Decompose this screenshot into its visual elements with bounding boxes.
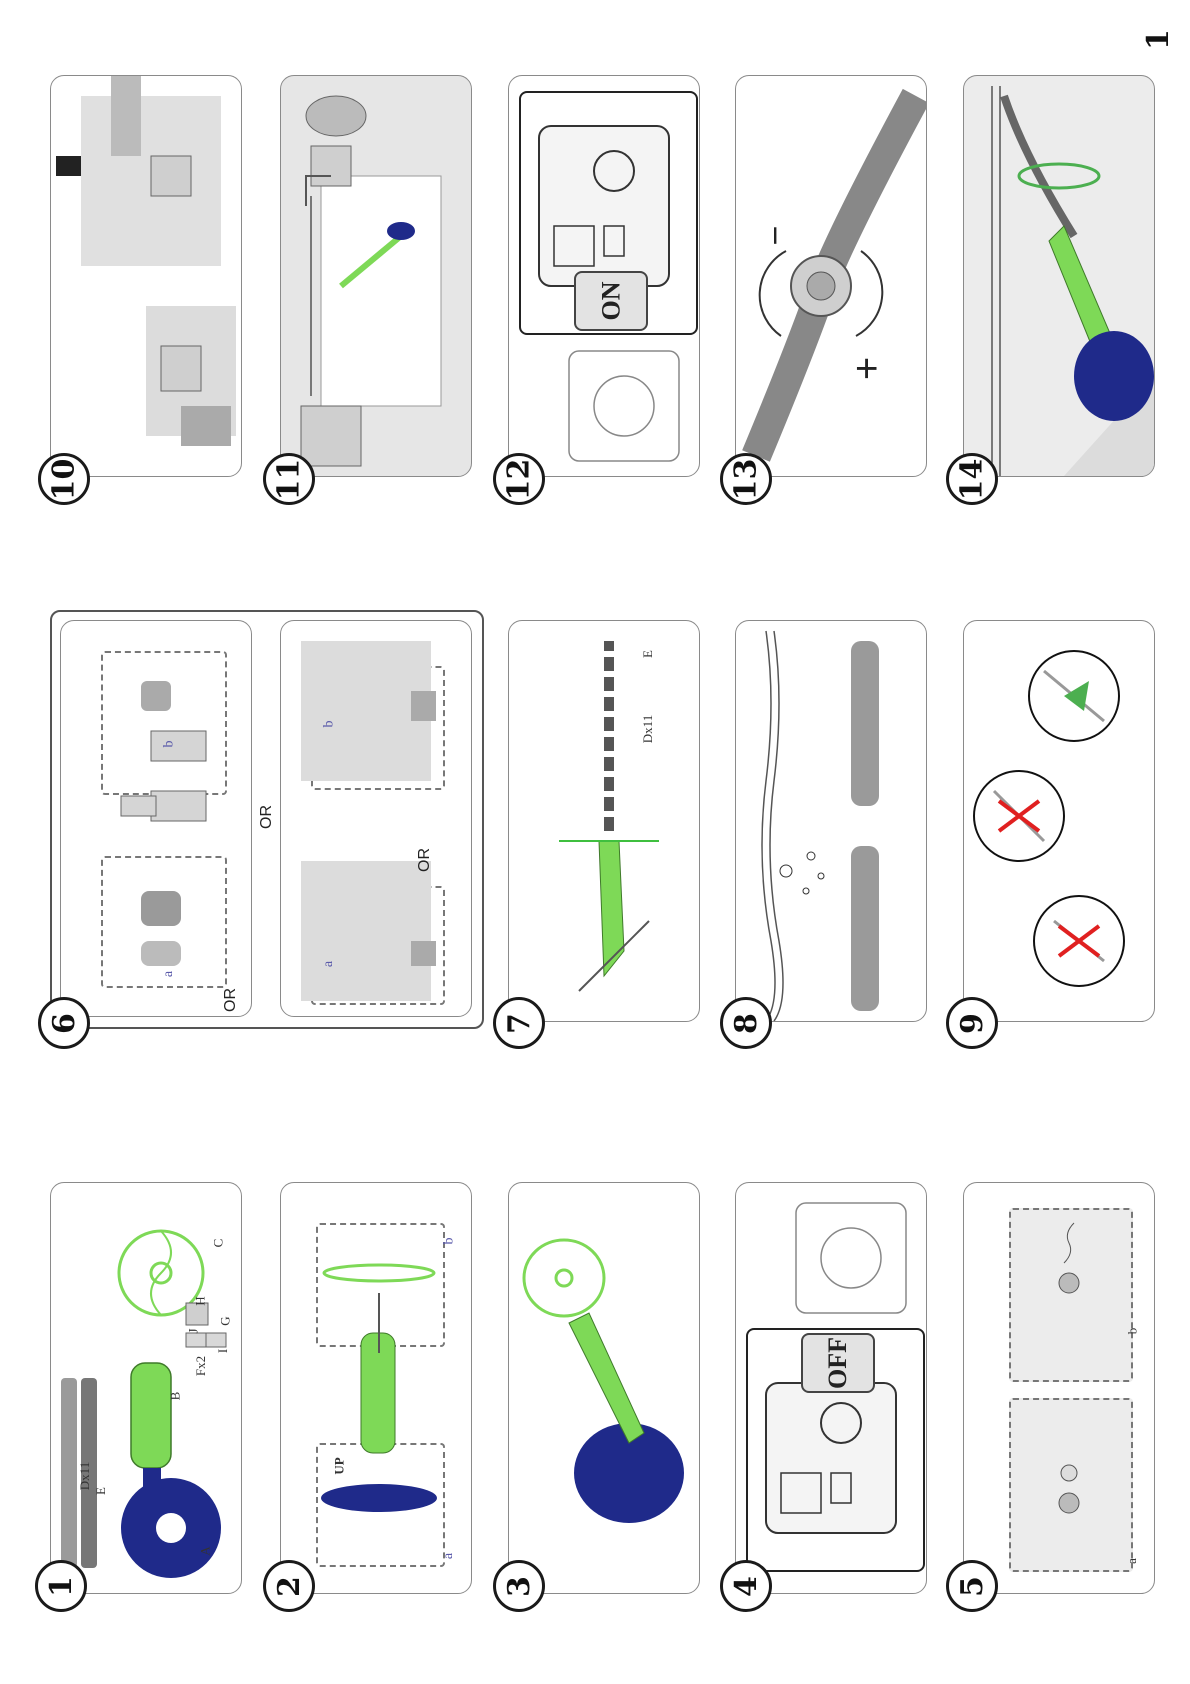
step-2-assembly-illustration xyxy=(281,1183,471,1593)
label-J: J xyxy=(191,1323,196,1339)
label-a: a xyxy=(1129,1553,1135,1569)
label-a: a xyxy=(166,966,172,982)
step-9-panel xyxy=(963,620,1155,1022)
label-up: UP xyxy=(331,1458,348,1474)
step-13-hose-adjust-illustration xyxy=(736,76,926,476)
label-b: b xyxy=(1129,1323,1136,1339)
step-7-badge: 7 xyxy=(493,997,545,1049)
label-E: E xyxy=(97,1483,105,1499)
step-14-cleaner-in-pool-illustration xyxy=(964,76,1154,476)
step-6-panel-top: a b OR xyxy=(60,620,252,1017)
switch-on-label: ON xyxy=(574,271,648,331)
label-D: Dx11 xyxy=(71,1468,99,1484)
step-9-badge: 9 xyxy=(946,997,998,1049)
step-14-badge: 14 xyxy=(946,453,998,505)
step-10-wall-tee-illustration xyxy=(51,76,241,476)
switch-off-label: OFF xyxy=(801,1333,875,1393)
step-13-badge: 13 xyxy=(720,453,772,505)
page-number: 1 xyxy=(1148,22,1169,57)
label-G: G xyxy=(221,1313,230,1329)
step-11-panel xyxy=(280,75,472,477)
step-14-panel xyxy=(963,75,1155,477)
label-a: a xyxy=(446,1548,452,1564)
step-8-panel xyxy=(735,620,927,1022)
step-6-panel-bottom: a b OR xyxy=(280,620,472,1017)
step-12-badge: 12 xyxy=(493,453,545,505)
step-1-panel: A B C Dx11 E Fx2 G H I J xyxy=(50,1182,242,1594)
step-10-badge: 10 xyxy=(38,453,90,505)
step-11-pool-system-illustration xyxy=(281,76,471,476)
step-3-cleaner-illustration xyxy=(509,1183,699,1593)
label-a-wall: a xyxy=(326,956,332,972)
or-label-bottom: OR xyxy=(413,851,437,869)
step-5-panel: a b xyxy=(963,1182,1155,1594)
step-2-panel: UP a b xyxy=(280,1182,472,1594)
step-3-badge: 3 xyxy=(493,1560,545,1612)
step-8-badge: 8 xyxy=(720,997,772,1049)
step-5-badge: 5 xyxy=(946,1560,998,1612)
step-3-panel xyxy=(508,1182,700,1594)
step-6-tee-fitting-illustration xyxy=(61,621,251,1016)
step-11-badge: 11 xyxy=(263,453,315,505)
step-13-panel: − + xyxy=(735,75,927,477)
or-label-top: OR xyxy=(219,991,243,1009)
step-10-panel xyxy=(50,75,242,477)
label-A: A xyxy=(201,1543,210,1559)
step-7-panel: Dx11 E xyxy=(508,620,700,1022)
step-5-wall-fitting-illustration xyxy=(964,1183,1154,1593)
minus-symbol: − xyxy=(766,216,786,255)
label-b: b xyxy=(446,1233,453,1249)
label-H: H xyxy=(196,1293,205,1309)
label-C: C xyxy=(214,1235,223,1251)
plus-symbol: + xyxy=(856,346,879,391)
step-8-hose-in-water-illustration xyxy=(736,621,926,1021)
label-b-wall: b xyxy=(326,716,333,732)
step-2-badge: 2 xyxy=(263,1560,315,1612)
label-D: Dx11 xyxy=(634,721,662,737)
step-1-badge: 1 xyxy=(35,1560,87,1612)
label-E: E xyxy=(644,646,652,662)
step-4-badge: 4 xyxy=(720,1560,772,1612)
step-7-hose-assembly-illustration xyxy=(509,621,699,1021)
or-label-center: OR xyxy=(255,808,279,826)
step-6-wall-illustration xyxy=(281,621,471,1016)
label-b: b xyxy=(166,736,173,752)
label-B: B xyxy=(171,1388,180,1404)
step-12-panel: ON xyxy=(508,75,700,477)
label-F: Fx2 xyxy=(191,1358,211,1374)
step-9-angle-diagrams xyxy=(964,621,1154,1021)
step-6-badge: 6 xyxy=(38,997,90,1049)
label-I: I xyxy=(221,1343,225,1359)
step-4-panel: OFF xyxy=(735,1182,927,1594)
